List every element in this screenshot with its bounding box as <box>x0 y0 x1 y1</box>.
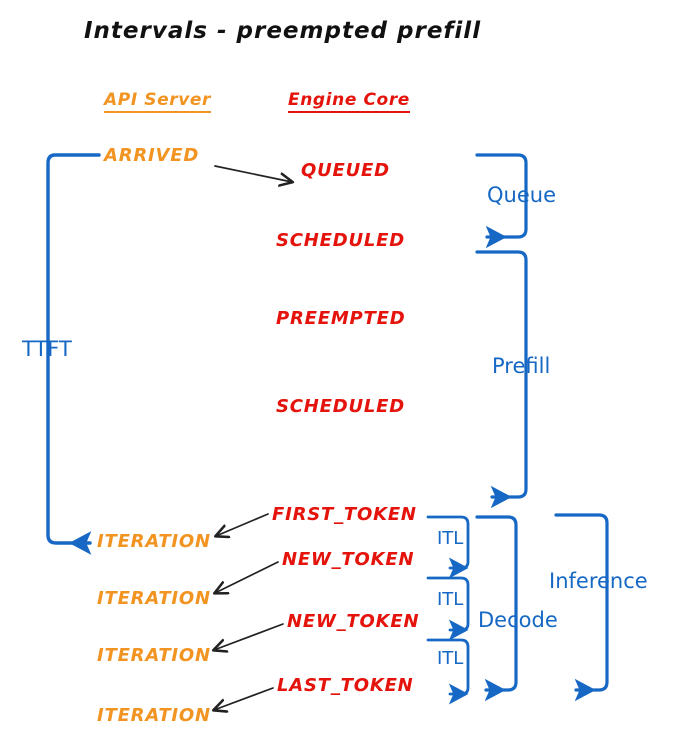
event-queued: QUEUED <box>301 160 390 181</box>
event-iteration-2: ITERATION <box>97 588 211 609</box>
interval-label-itl-2: ITL <box>437 589 464 610</box>
arrow-first-token-to-iteration <box>216 513 269 536</box>
arrow-new-token-1-to-iteration <box>215 561 279 593</box>
interval-label-itl-3: ITL <box>437 648 464 669</box>
page-title: Intervals - preempted prefill <box>84 18 482 44</box>
event-iteration-3: ITERATION <box>97 645 211 666</box>
interval-label-itl-1: ITL <box>437 528 464 549</box>
bracket-decode <box>475 515 518 702</box>
interval-label-ttft: TTFT <box>22 337 72 361</box>
bracket-inference <box>554 513 609 702</box>
event-iteration-4: ITERATION <box>97 705 211 726</box>
interval-label-queue: Queue <box>487 183 556 207</box>
event-scheduled-2: SCHEDULED <box>276 396 405 417</box>
arrow-arrived-to-queued <box>214 165 292 182</box>
event-new-token-1: NEW_TOKEN <box>282 549 415 570</box>
event-new-token-2: NEW_TOKEN <box>287 611 420 632</box>
arrow-new-token-2-to-iteration <box>214 623 284 650</box>
interval-label-inference: Inference <box>549 569 648 593</box>
interval-label-prefill: Prefill <box>492 354 551 378</box>
interval-label-decode: Decode <box>478 608 558 632</box>
event-arrived: ARRIVED <box>104 145 200 166</box>
event-first-token: FIRST_TOKEN <box>272 504 417 525</box>
arrow-last-token-to-iteration <box>214 687 274 710</box>
event-scheduled-1: SCHEDULED <box>276 230 405 251</box>
column-header-api-server: API Server <box>104 90 212 113</box>
column-header-engine-core: Engine Core <box>288 90 410 113</box>
event-last-token: LAST_TOKEN <box>277 675 414 696</box>
event-preempted: PREEMPTED <box>276 308 406 329</box>
event-iteration-1: ITERATION <box>97 531 211 552</box>
